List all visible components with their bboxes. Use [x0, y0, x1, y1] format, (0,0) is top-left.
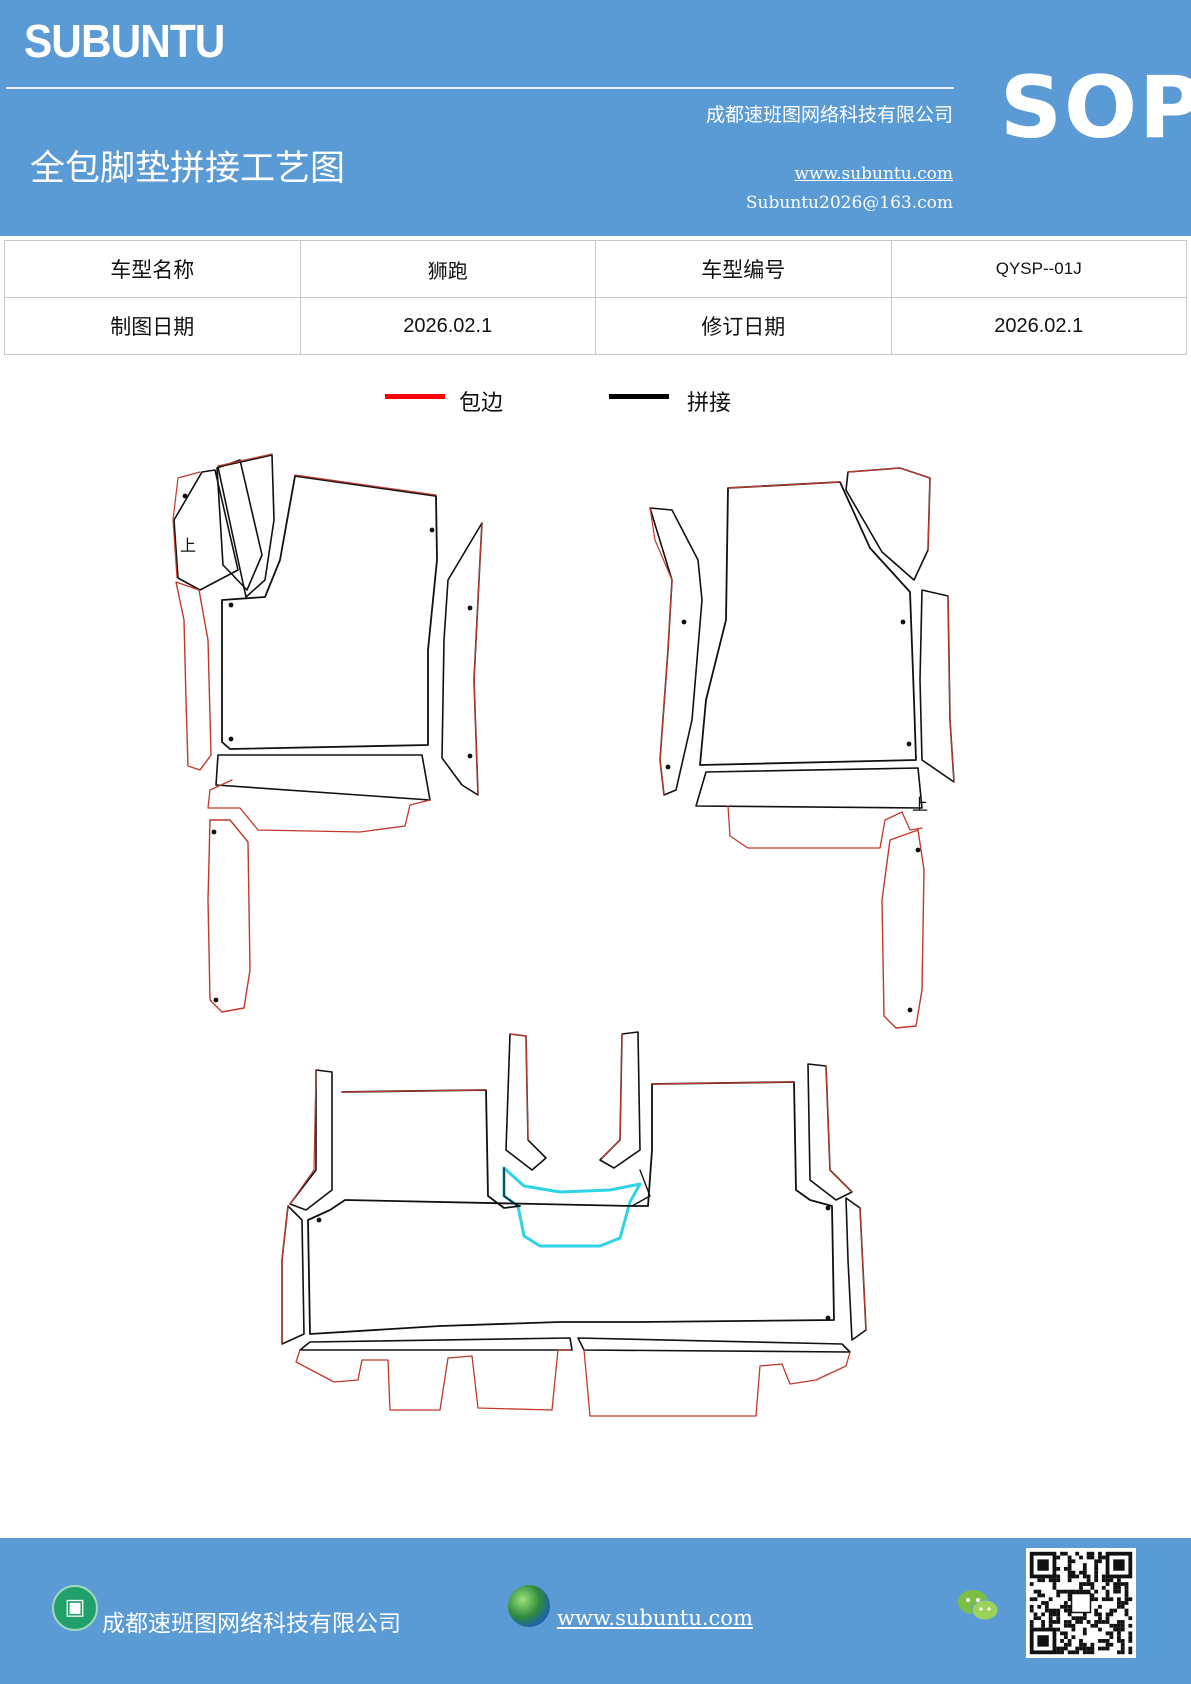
footer-website-link[interactable]: www.subuntu.com [557, 1606, 753, 1630]
right-main-binding [727, 481, 841, 489]
rear-right-edge-strip [845, 1197, 867, 1341]
legend-swatch-binding [385, 394, 445, 399]
mounting-holes [182, 493, 921, 1321]
left-front-lower-binding [207, 779, 431, 833]
left-strip-binding [217, 453, 273, 467]
rear-tunnel-right-strip [599, 1031, 641, 1169]
left-door-binding [473, 522, 483, 796]
header-website-link[interactable]: www.subuntu.com [794, 164, 953, 184]
rear-right-side-strip [807, 1063, 853, 1201]
orientation-mark-right: 上 [912, 795, 928, 814]
mounting-hole [906, 741, 912, 747]
mounting-hole [681, 619, 687, 625]
rear-left-side-strip [289, 1069, 333, 1211]
left-heel-piece [216, 459, 263, 591]
mounting-hole [213, 997, 219, 1003]
left-side-strip [175, 581, 212, 771]
right-front-mat-group [649, 467, 955, 1029]
qr-code[interactable] [1026, 1548, 1136, 1658]
mounting-hole [665, 764, 671, 770]
company-icon: ▣ [52, 1585, 98, 1631]
rear-lower-left-binding [295, 1349, 571, 1411]
rear-tunnel-cover [502, 1166, 642, 1248]
left-sill-strip [207, 819, 251, 1013]
sop-badge: SOP [1000, 58, 1191, 158]
table-cell: 修订日期 [595, 297, 892, 355]
left-edge-binding [172, 471, 201, 579]
left-upper-strip [217, 454, 275, 598]
right-door-binding [947, 595, 955, 783]
table-cell: 2026.02.1 [890, 297, 1187, 355]
left-main-mat [221, 475, 438, 750]
rear-left-side-binding [289, 1069, 317, 1205]
right-heel-binding [847, 467, 931, 551]
rear-right-edge-binding [859, 1207, 867, 1331]
right-sill-strip [881, 829, 925, 1029]
left-front-mat-group [172, 453, 483, 1013]
mounting-hole [825, 1205, 831, 1211]
rear-left-edge-binding [281, 1205, 289, 1345]
table-cell: 车型名称 [4, 240, 301, 298]
header-divider [6, 87, 954, 89]
header-email: Subuntu2026@163.com [745, 193, 953, 213]
table-cell: 车型编号 [595, 240, 892, 298]
rear-lower-right-piece [577, 1337, 851, 1353]
mat-pattern-drawing: 上 上 [172, 453, 955, 1417]
mounting-hole [228, 602, 234, 608]
rear-lower-right-binding [583, 1349, 851, 1417]
right-main-mat [699, 481, 917, 766]
vehicle-info-table: 车型名称 狮跑 车型编号 QYSP--01J 制图日期 2026.02.1 修订… [4, 240, 1187, 355]
mounting-hole [825, 1315, 831, 1321]
rear-main-mat [307, 1081, 835, 1335]
rear-main-binding [341, 1081, 795, 1093]
table-row: 车型名称 狮跑 车型编号 QYSP--01J [4, 240, 1187, 298]
table-cell: 狮跑 [299, 240, 596, 298]
mounting-hole [228, 736, 234, 742]
orientation-mark-left: 上 [180, 536, 196, 555]
footer-company-name: 成都速班图网络科技有限公司 [102, 1611, 401, 1637]
page-title: 全包脚垫拼接工艺图 [30, 149, 346, 189]
globe-icon [508, 1585, 550, 1627]
mounting-hole [915, 847, 921, 853]
legend-label-binding: 包边 [459, 391, 504, 416]
right-outer-binding [649, 507, 673, 796]
right-front-lower [695, 767, 923, 809]
mounting-hole [467, 753, 473, 759]
wechat-icon [958, 1590, 999, 1621]
header-banner: SUBUNTU 成都速班图网络科技有限公司 SOP 全包脚垫拼接工艺图 www.… [0, 0, 1191, 236]
rear-lower-left-piece [299, 1337, 573, 1351]
rear-right-side-binding [825, 1065, 853, 1193]
table-cell: QYSP--01J [890, 240, 1187, 298]
mounting-hole [316, 1217, 322, 1223]
right-front-lower-binding [727, 805, 923, 849]
left-main-binding [294, 474, 437, 496]
brand-logo: SUBUNTU [24, 15, 225, 67]
legend-swatch-splice [609, 394, 669, 399]
table-cell: 2026.02.1 [299, 297, 596, 355]
table-cell: 制图日期 [4, 297, 301, 355]
left-edge-piece [173, 469, 239, 591]
header-company-name: 成都速班图网络科技有限公司 [705, 104, 953, 126]
mounting-hole [467, 605, 473, 611]
mounting-hole [182, 493, 188, 499]
legend-label-splice: 拼接 [687, 391, 732, 416]
table-row: 制图日期 2026.02.1 修订日期 2026.02.1 [4, 297, 1187, 355]
mounting-hole [429, 527, 435, 533]
mounting-hole [211, 829, 217, 835]
legend: 包边 拼接 [0, 385, 1191, 425]
rear-tunnel-right-binding [601, 1033, 623, 1159]
mounting-hole [907, 1007, 913, 1013]
rear-tunnel-left-binding [509, 1033, 529, 1141]
rear-mat-group [281, 1031, 867, 1417]
right-outer-strip [649, 507, 703, 796]
left-front-lower [215, 754, 431, 801]
mounting-hole [900, 619, 906, 625]
